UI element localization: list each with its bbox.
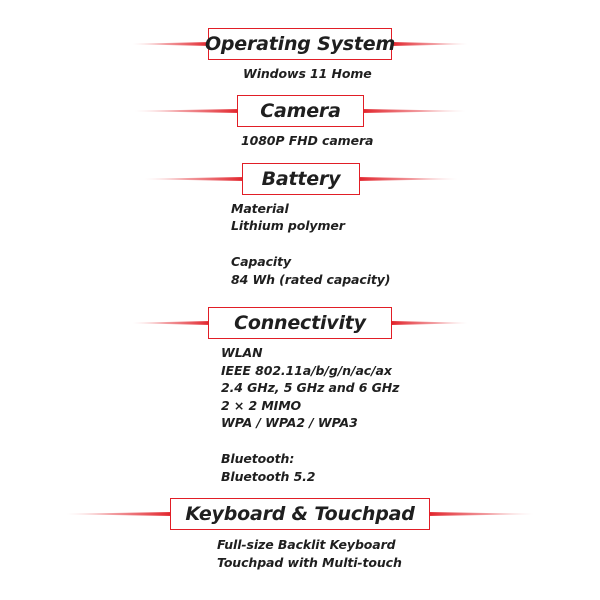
red-divider-right — [360, 109, 466, 113]
red-divider-left — [134, 109, 242, 113]
section-header-keyboard: Keyboard & Touchpad — [0, 498, 600, 530]
battery-line-4: 84 Wh (rated capacity) — [231, 272, 391, 287]
section-title-camera: Camera — [237, 95, 364, 127]
connectivity-line-5: WPA / WPA2 / WPA3 — [221, 415, 358, 430]
red-divider-left — [132, 42, 212, 46]
os-line-1: Windows 11 Home — [243, 66, 372, 81]
battery-line-3: Capacity — [231, 254, 292, 269]
connectivity-line-1: WLAN — [221, 345, 263, 360]
section-header-os: Operating System — [0, 28, 600, 60]
camera-line-1: 1080P FHD camera — [241, 133, 374, 148]
connectivity-line-3: 2.4 GHz, 5 GHz and 6 GHz — [221, 380, 400, 395]
battery-line-1: Material — [231, 201, 289, 216]
red-divider-right — [426, 512, 534, 516]
connectivity-line-6: Bluetooth: — [221, 451, 295, 466]
section-title-battery: Battery — [242, 163, 360, 195]
section-header-battery: Battery — [0, 163, 600, 195]
connectivity-line-7: Bluetooth 5.2 — [221, 469, 316, 484]
section-header-connectivity: Connectivity — [0, 307, 600, 339]
red-divider-right — [390, 42, 468, 46]
red-divider-right — [390, 321, 468, 325]
keyboard-line-1: Full-size Backlit Keyboard — [217, 537, 396, 552]
red-divider-right — [356, 177, 458, 181]
section-header-camera: Camera — [0, 95, 600, 127]
battery-line-2: Lithium polymer — [231, 218, 345, 233]
red-divider-left — [144, 177, 246, 181]
section-title-keyboard: Keyboard & Touchpad — [170, 498, 430, 530]
keyboard-line-2: Touchpad with Multi-touch — [217, 555, 402, 570]
connectivity-line-2: IEEE 802.11a/b/g/n/ac/ax — [221, 363, 392, 378]
section-title-os: Operating System — [205, 28, 395, 60]
red-divider-left — [132, 321, 212, 325]
connectivity-line-4: 2 × 2 MIMO — [221, 398, 302, 413]
section-title-connectivity: Connectivity — [208, 307, 392, 339]
red-divider-left — [66, 512, 174, 516]
